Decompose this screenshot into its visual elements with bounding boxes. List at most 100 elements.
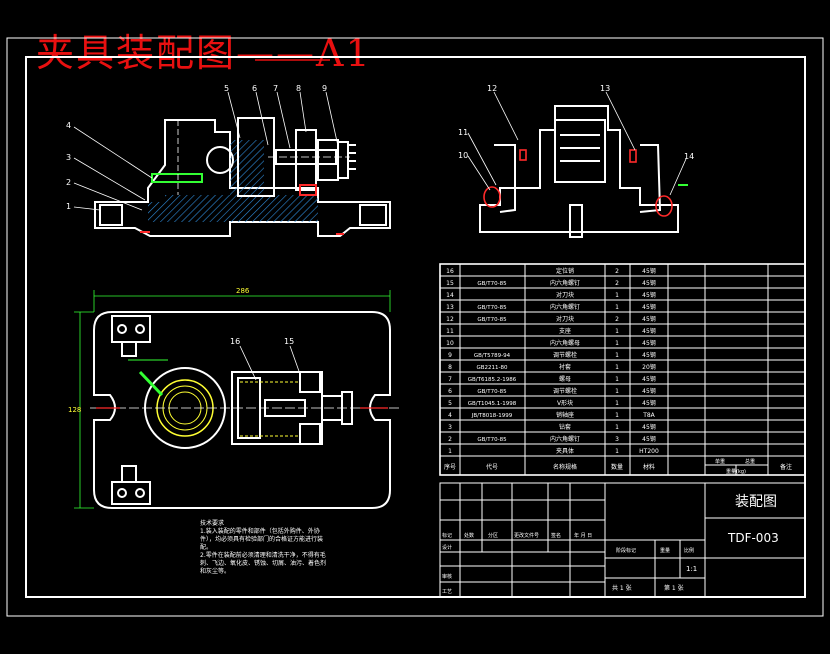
bom-row-code: GB/T5789-94 [474, 353, 511, 359]
scale-value: 1:1 [686, 565, 697, 573]
bom-header-code: 代号 [486, 463, 498, 471]
bom-row-no: 4 [448, 412, 452, 419]
bom-row-no: 13 [446, 304, 454, 311]
bom-row-code: GB/T6185.2-1986 [468, 377, 517, 383]
bom-row-no: 2 [448, 436, 452, 443]
callout-11: 11 [458, 128, 468, 137]
notes-line-2: 2.零件在装配前必须清理和清洗干净，不得有毛刺、飞边、氧化皮、锈蚀、切屑、油污、… [200, 552, 327, 575]
bom-row-name: 内六角螺钉 [550, 435, 580, 443]
plan-view [90, 311, 400, 509]
callout-15: 15 [284, 337, 294, 346]
bom-table [439, 263, 806, 476]
tb-label-date: 年 月 日 [574, 532, 592, 539]
bom-row-name: 内六角螺母 [550, 339, 580, 347]
tb-label-mark: 标记 [442, 532, 452, 539]
bom-row-qty: 1 [615, 400, 619, 407]
bom-header-unit-weight: 单重 [715, 458, 725, 465]
bom-row-name: 内六角螺钉 [550, 303, 580, 311]
bom-row-qty: 2 [615, 316, 619, 323]
dim-plan-height: 128 [68, 406, 81, 414]
plan-view-leaders [239, 345, 301, 381]
tb-label-stage: 阶段标记 [616, 547, 636, 554]
callout-3: 3 [66, 153, 71, 162]
bom-row-no: 14 [446, 292, 454, 299]
callout-6: 6 [252, 84, 257, 93]
outer-frame [6, 37, 824, 617]
drawing-number: TDF-003 [727, 531, 779, 545]
callout-14: 14 [684, 152, 694, 161]
title-block-text: 装配图 TDF-003 1:1 共 1 张 第 1 张 标记 处数 分区 更改文… [442, 494, 779, 595]
tb-label-design: 设计 [442, 544, 452, 551]
dim-plan-width: 286 [236, 287, 250, 295]
bom-row-name: 钻套 [559, 423, 571, 431]
tb-label-scale: 比例 [684, 547, 694, 554]
bom-row-qty: 1 [615, 376, 619, 383]
callout-5: 5 [224, 84, 229, 93]
bom-row-material: 45钢 [642, 303, 656, 311]
front-section-view [94, 117, 391, 237]
bom-header-no: 序号 [444, 463, 456, 471]
bom-row-qty: 1 [615, 340, 619, 347]
bom-header-total-weight: 总重 [745, 458, 755, 465]
bom-row-material: 45钢 [642, 423, 656, 431]
notes-title: 技术要求 [200, 520, 225, 527]
bom-row-name: 支座 [559, 327, 571, 335]
bom-row-name: 夹具体 [556, 447, 574, 455]
bom-row-qty: 1 [615, 424, 619, 431]
bom-row-material: 20钢 [642, 363, 656, 371]
callout-9: 9 [322, 84, 327, 93]
bom-row-material: 45钢 [642, 279, 656, 287]
bom-row-material: 45钢 [642, 375, 656, 383]
bom-row-no: 15 [446, 280, 454, 287]
bom-row-name: 内六角螺钉 [550, 279, 580, 287]
callout-13: 13 [600, 84, 610, 93]
bom-row-qty: 2 [615, 268, 619, 275]
bom-header-remark: 备注 [780, 463, 792, 471]
bom-row-code: GB/T70-85 [477, 389, 507, 395]
callout-16: 16 [230, 337, 240, 346]
bom-row-material: 45钢 [642, 327, 656, 335]
tb-label-review: 审核 [442, 573, 452, 580]
sheet-number: 第 1 张 [664, 584, 684, 592]
bom-row-material: HT200 [639, 448, 659, 455]
bom-row-name: 螺母 [559, 375, 571, 383]
bom-row-name: 调节螺栓 [553, 351, 577, 359]
callout-1: 1 [66, 202, 71, 211]
side-callouts: 10 11 12 13 14 [458, 84, 694, 161]
bom-row-qty: 1 [615, 304, 619, 311]
bom-row-name: 调节螺栓 [553, 387, 577, 395]
tb-label-count: 处数 [464, 532, 474, 539]
front-callouts: 1 2 3 4 5 6 7 8 9 [66, 84, 327, 211]
tb-label-weight: 重量 [660, 547, 670, 554]
bom-row-code: GB/T70-85 [477, 437, 507, 443]
bom-row-code: GB/T1045.1-1998 [468, 401, 517, 407]
tb-label-process: 工艺 [442, 589, 452, 595]
technical-notes: 技术要求 1.装入装配的零件和部件（包括外购件、外协件），均必须具有检验部门的合… [200, 520, 330, 576]
bom-row-material: 45钢 [642, 387, 656, 395]
callout-12: 12 [487, 84, 497, 93]
bom-row-qty: 1 [615, 388, 619, 395]
bom-row-code: GB2211-80 [476, 365, 508, 371]
bom-row-material: 45钢 [642, 315, 656, 323]
bom-row-material: 45钢 [642, 399, 656, 407]
bom-row-no: 9 [448, 352, 452, 359]
bom-row-no: 16 [446, 268, 454, 275]
bom-row-name: 销轴座 [556, 411, 574, 419]
bom-row-no: 11 [446, 328, 454, 335]
side-view-leaders [467, 91, 687, 196]
bom-row-qty: 1 [615, 448, 619, 455]
side-view [479, 105, 688, 238]
tb-label-sign: 签名 [551, 532, 561, 539]
bom-row-code: GB/T70-85 [477, 281, 507, 287]
bom-row-material: 45钢 [642, 267, 656, 275]
bom-row-no: 10 [446, 340, 454, 347]
tb-label-zone: 分区 [488, 532, 498, 539]
front-view-leaders [73, 91, 339, 211]
bom-row-name: 对刀块 [556, 291, 574, 299]
bom-row-material: T8A [642, 412, 655, 419]
callout-7: 7 [273, 84, 278, 93]
bom-row-no: 8 [448, 364, 452, 371]
bom-header-material: 材料 [643, 463, 655, 471]
callout-4: 4 [66, 121, 71, 130]
